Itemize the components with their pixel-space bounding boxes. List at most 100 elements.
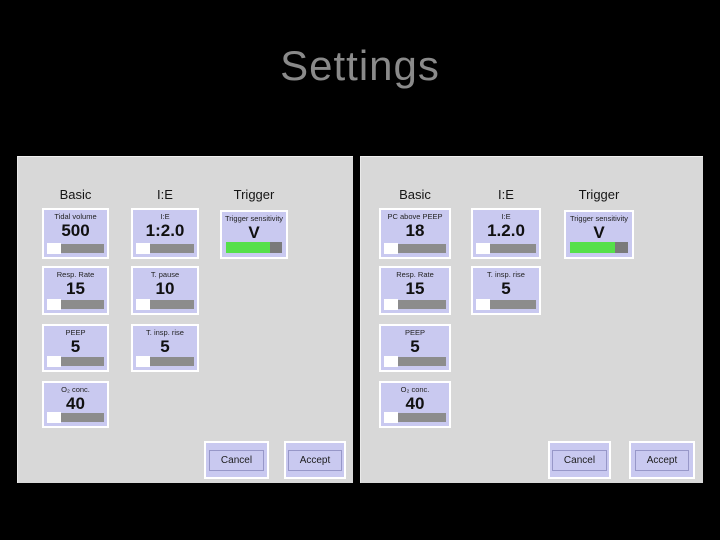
slider-handle[interactable] xyxy=(47,356,61,367)
group-header-trigger: Trigger xyxy=(233,187,275,202)
setting-value: V xyxy=(248,222,260,242)
setting-value: 1.2.0 xyxy=(487,220,525,240)
trigger-level-bar[interactable] xyxy=(226,242,282,253)
setting-slider[interactable] xyxy=(384,412,446,423)
setting-label: I:E xyxy=(160,213,170,221)
slider-track xyxy=(150,300,194,309)
setting-label: T. insp. rise xyxy=(146,329,184,337)
setting-value: 15 xyxy=(405,278,425,298)
slider-track xyxy=(398,413,446,422)
setting-t-insp-rise[interactable]: T. insp. rise 5 xyxy=(471,266,541,315)
setting-trigger-sensitivity[interactable]: Trigger sensitivity V xyxy=(220,210,288,259)
settings-panel-right: Basic I:E Trigger PC above PEEP 18 I:E 1… xyxy=(360,156,703,483)
setting-slider[interactable] xyxy=(136,356,194,367)
group-header-trigger: Trigger xyxy=(578,187,620,202)
accept-button[interactable]: Accept xyxy=(284,441,346,479)
setting-t-insp-rise[interactable]: T. insp. rise 5 xyxy=(131,324,199,372)
setting-label: O₂ conc. xyxy=(61,386,90,394)
slider-handle[interactable] xyxy=(47,299,61,310)
slider-track xyxy=(398,300,446,309)
page-title: Settings xyxy=(280,42,440,89)
slider-handle[interactable] xyxy=(136,299,150,310)
setting-value: V xyxy=(593,222,605,242)
setting-trigger-sensitivity[interactable]: Trigger sensitivity V xyxy=(564,210,634,259)
setting-slider[interactable] xyxy=(136,299,194,310)
setting-slider[interactable] xyxy=(384,356,446,367)
slider-handle[interactable] xyxy=(384,299,398,310)
setting-value: 5 xyxy=(160,336,170,356)
slider-track xyxy=(490,244,536,253)
cancel-button[interactable]: Cancel xyxy=(204,441,269,479)
slider-track xyxy=(150,244,194,253)
trigger-level-bar-end xyxy=(269,242,282,253)
slider-handle[interactable] xyxy=(47,243,61,254)
slider-handle[interactable] xyxy=(136,356,150,367)
group-header-ie: I:E xyxy=(498,187,514,202)
slider-track xyxy=(150,357,194,366)
setting-resp-rate[interactable]: Resp. Rate 15 xyxy=(42,266,109,315)
slider-track xyxy=(398,357,446,366)
slider-handle[interactable] xyxy=(47,412,61,423)
setting-value: 5 xyxy=(70,336,81,356)
cancel-button-label: Cancel xyxy=(208,449,265,471)
slider-handle[interactable] xyxy=(384,412,398,423)
setting-label: PEEP xyxy=(65,329,86,337)
setting-t-pause[interactable]: T. pause 10 xyxy=(131,266,199,315)
slider-handle[interactable] xyxy=(476,243,490,254)
setting-label: T. pause xyxy=(150,271,180,279)
setting-label: Tidal volume xyxy=(54,213,97,221)
setting-label: Resp. Rate xyxy=(396,271,434,279)
setting-o2-conc[interactable]: O₂ conc. 40 xyxy=(42,381,109,428)
slider-track xyxy=(398,244,446,253)
cancel-button-label: Cancel xyxy=(551,449,608,471)
setting-label: T. insp. rise xyxy=(487,271,525,279)
setting-value: 5 xyxy=(501,278,511,298)
setting-value: 1:2.0 xyxy=(145,220,185,240)
setting-resp-rate[interactable]: Resp. Rate 15 xyxy=(379,266,451,315)
slider-handle[interactable] xyxy=(384,243,398,254)
setting-ie[interactable]: I:E 1.2.0 xyxy=(471,208,541,259)
slider-track xyxy=(61,413,104,422)
setting-peep[interactable]: PEEP 5 xyxy=(379,324,451,372)
group-header-basic: Basic xyxy=(399,187,431,202)
setting-label: PEEP xyxy=(404,329,425,337)
trigger-level-bar-end xyxy=(615,242,628,253)
setting-o2-conc[interactable]: O₂ conc. 40 xyxy=(379,381,451,428)
setting-slider[interactable] xyxy=(136,243,194,254)
slider-track xyxy=(61,357,104,366)
slider-handle[interactable] xyxy=(384,356,398,367)
accept-button-label: Accept xyxy=(634,449,690,471)
setting-value: 10 xyxy=(155,278,175,298)
setting-slider[interactable] xyxy=(47,412,104,423)
setting-tidal-volume[interactable]: Tidal volume 500 xyxy=(42,208,109,259)
setting-value: 40 xyxy=(66,393,85,413)
setting-label: O₂ conc. xyxy=(400,386,430,394)
setting-slider[interactable] xyxy=(47,299,104,310)
setting-peep[interactable]: PEEP 5 xyxy=(42,324,109,372)
cancel-button[interactable]: Cancel xyxy=(548,441,611,479)
setting-slider[interactable] xyxy=(476,243,536,254)
setting-slider[interactable] xyxy=(476,299,536,310)
setting-slider[interactable] xyxy=(384,243,446,254)
slider-handle[interactable] xyxy=(136,243,150,254)
settings-panel-left: Basic I:E Trigger Tidal volume 500 I:E 1… xyxy=(17,156,353,483)
setting-value: 40 xyxy=(405,393,425,413)
setting-label: I:E xyxy=(501,213,511,221)
setting-value: 18 xyxy=(405,220,425,240)
setting-value: 15 xyxy=(66,278,85,298)
group-header-basic: Basic xyxy=(59,187,92,202)
setting-slider[interactable] xyxy=(47,356,104,367)
setting-ie[interactable]: I:E 1:2.0 xyxy=(131,208,199,259)
setting-label: Resp. Rate xyxy=(56,271,95,279)
setting-value: 5 xyxy=(410,336,420,356)
setting-label: Trigger sensitivity xyxy=(224,215,284,223)
setting-slider[interactable] xyxy=(47,243,104,254)
setting-pc-above-peep[interactable]: PC above PEEP 18 xyxy=(379,208,451,259)
group-header-ie: I:E xyxy=(157,187,173,202)
accept-button[interactable]: Accept xyxy=(629,441,695,479)
trigger-level-bar[interactable] xyxy=(570,242,628,253)
slider-track xyxy=(61,244,104,253)
slider-handle[interactable] xyxy=(476,299,490,310)
setting-slider[interactable] xyxy=(384,299,446,310)
slider-track xyxy=(490,300,536,309)
